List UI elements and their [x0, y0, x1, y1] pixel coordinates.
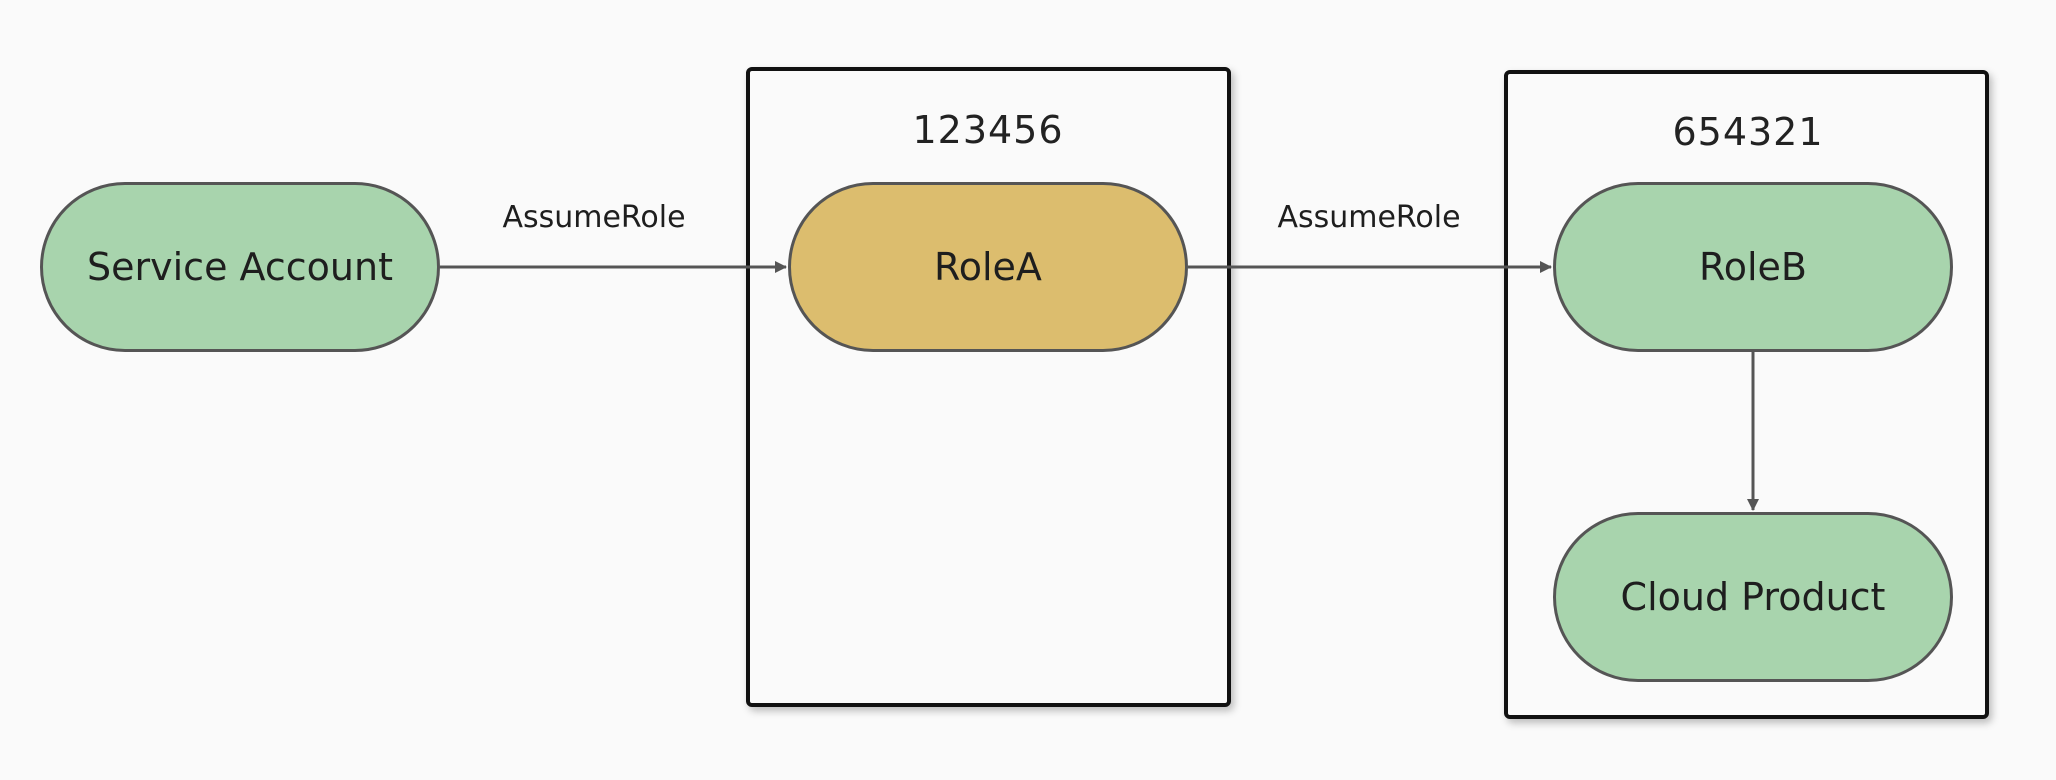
node-service-account-label: Service Account [87, 245, 393, 289]
node-role-b[interactable]: RoleB [1553, 182, 1953, 352]
node-cloud-product[interactable]: Cloud Product [1553, 512, 1953, 682]
node-service-account[interactable]: Service Account [40, 182, 440, 352]
node-cloud-product-label: Cloud Product [1620, 575, 1886, 619]
account-container-a [746, 67, 1231, 707]
edge-label-assume-role-1: AssumeRole [502, 200, 686, 235]
node-role-a[interactable]: RoleA [788, 182, 1188, 352]
account-id-a: 123456 [912, 108, 1064, 152]
account-id-b: 654321 [1672, 110, 1824, 154]
edge-label-assume-role-2: AssumeRole [1277, 200, 1461, 235]
node-role-b-label: RoleB [1699, 245, 1807, 289]
node-role-a-label: RoleA [934, 245, 1042, 289]
